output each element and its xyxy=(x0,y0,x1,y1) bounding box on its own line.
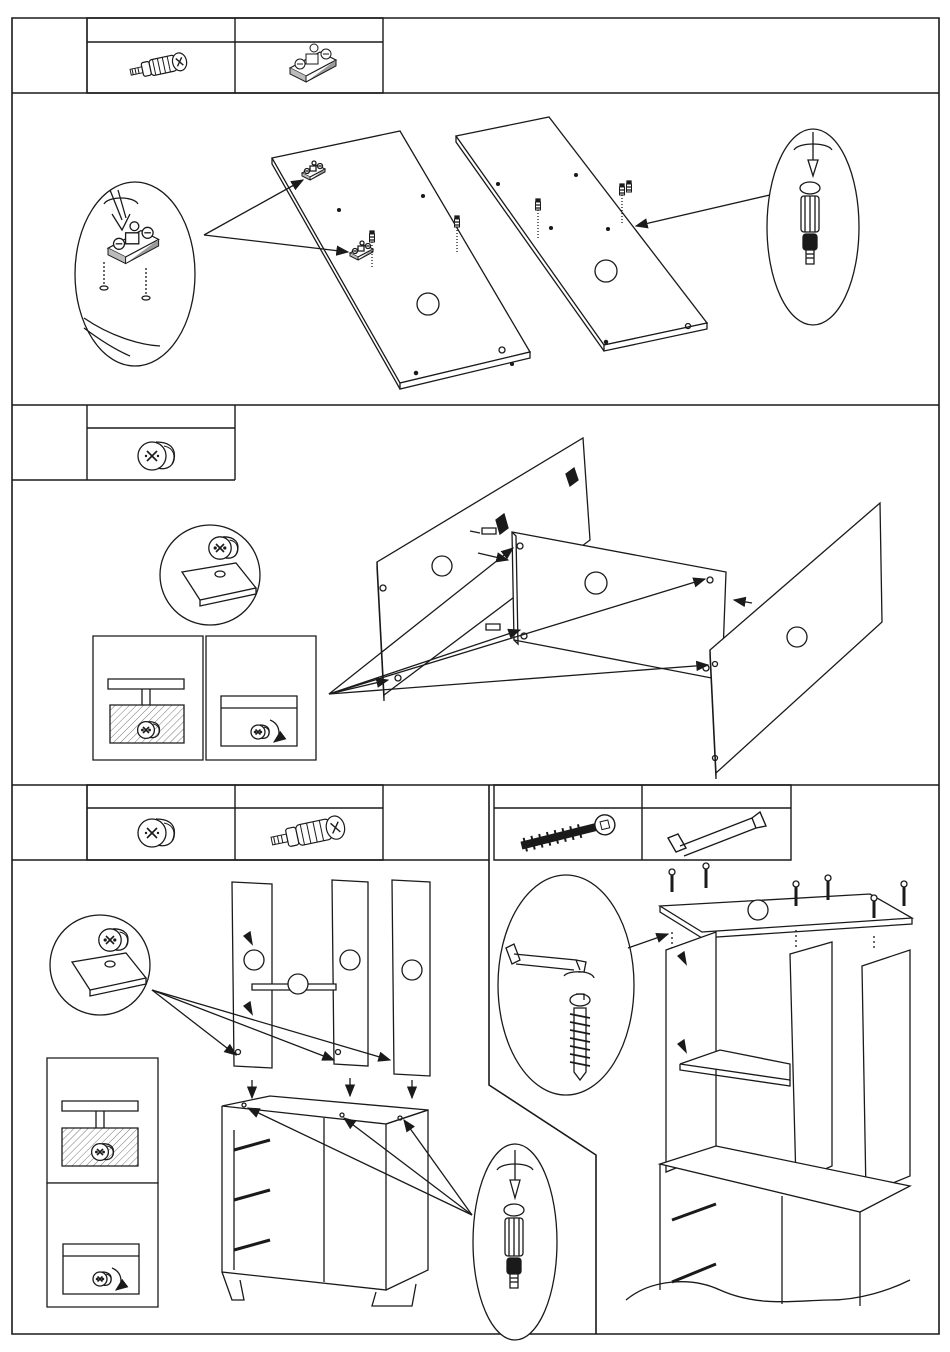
cam-lock-section-detail xyxy=(47,1058,158,1183)
step-4-header xyxy=(494,785,791,860)
hinge-plate-icon xyxy=(290,44,336,82)
cam-lock-nut-icon xyxy=(138,442,174,470)
allen-key-screw-detail xyxy=(498,875,668,1095)
step-3-header xyxy=(12,785,489,860)
cam-lock-nut-icon xyxy=(138,819,174,847)
cam-bolt-dowel-icon xyxy=(129,52,188,81)
step-4-diagram xyxy=(626,863,912,1306)
cam-lock-section-detail xyxy=(93,636,203,760)
confirmat-screw-icon xyxy=(519,813,617,856)
step-1-diagram xyxy=(204,117,774,389)
cam-lock-rotate-detail xyxy=(206,636,316,760)
cam-dowel-screwdriver-detail xyxy=(767,129,859,325)
step-2-header xyxy=(12,405,235,480)
cam-bolt-dowel-icon xyxy=(269,814,346,852)
allen-key-icon xyxy=(668,812,766,856)
hinge-plate-screwdriver-detail xyxy=(75,182,195,366)
cam-lock-insert-detail xyxy=(50,915,150,1015)
step-2-diagram xyxy=(329,438,882,779)
cam-lock-rotate-detail xyxy=(47,1183,158,1307)
step-1-header xyxy=(12,18,939,93)
cam-dowel-screwdriver-detail xyxy=(473,1144,557,1340)
cam-lock-insert-detail xyxy=(160,525,260,625)
step-3-diagram xyxy=(152,880,472,1306)
